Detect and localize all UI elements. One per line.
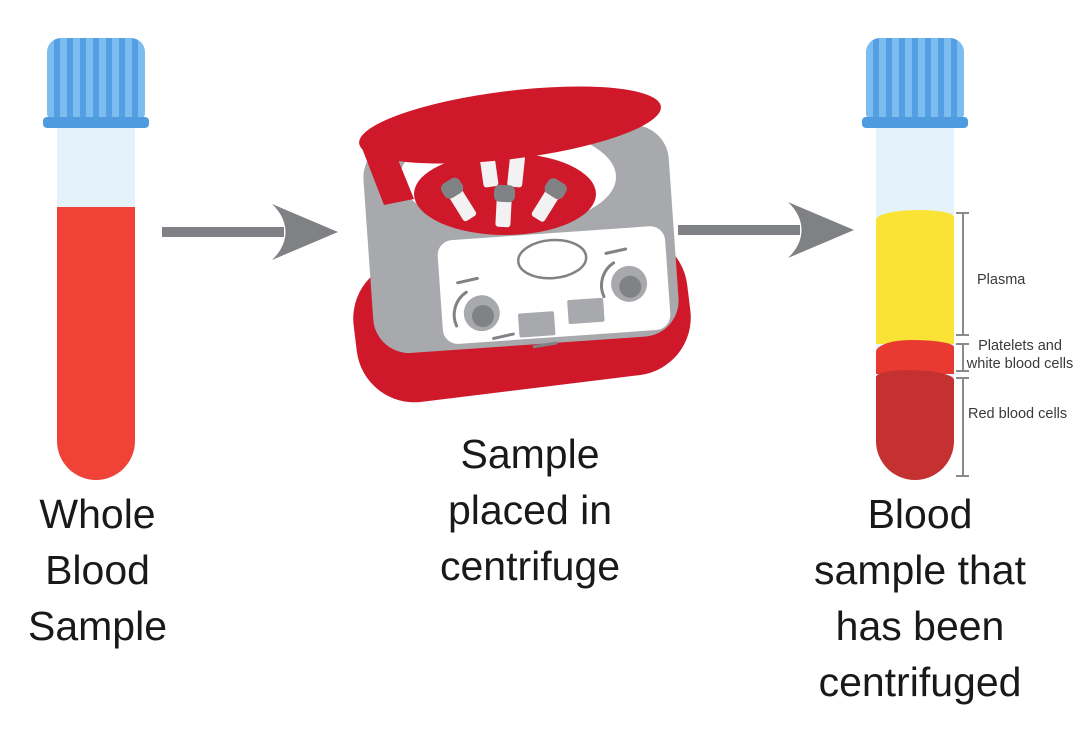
caption-line: centrifuge [439, 543, 621, 589]
arrow-right-icon [678, 202, 854, 258]
whole-blood-caption: Whole Blood Sample [5, 486, 190, 654]
centrifuged-sample-caption: Blood sample that has been centrifuged [790, 486, 1050, 710]
centrifuge-icon [353, 86, 691, 403]
caption-line: Sample [27, 603, 167, 649]
tube-glass [57, 128, 135, 480]
tube-glass [876, 128, 954, 480]
caption-line: Blood [45, 547, 150, 593]
caption-line: placed in [447, 487, 613, 533]
plasma-bracket [956, 212, 969, 336]
plasma-layer [876, 210, 954, 344]
caption-line: centrifuged [818, 659, 1022, 705]
tube-cap-lip [862, 117, 968, 128]
platelets-bracket [956, 343, 969, 372]
centrifuge-caption: Sample placed in centrifuge [423, 426, 637, 594]
arrow-right-icon [162, 204, 338, 260]
red-blood-cells-label: Red blood cells [968, 406, 1068, 422]
display-oval [516, 238, 588, 280]
tube-cap-lip [43, 117, 149, 128]
plasma-label: Plasma [977, 272, 1026, 288]
caption-line: Sample [460, 431, 600, 477]
panel-button [518, 311, 556, 338]
platelets-label-line1: Platelets and [978, 338, 1062, 354]
tube-cap-icon [47, 38, 145, 118]
whole-blood-fill [57, 207, 135, 480]
caption-line: has been [835, 603, 1005, 649]
caption-line: sample that [814, 547, 1026, 593]
panel-button [567, 297, 605, 325]
control-panel [437, 226, 671, 349]
centrifuge-lid [359, 86, 661, 205]
platelets-layer [876, 340, 954, 374]
platelets-label: Platelets and white blood cells [962, 338, 1078, 373]
platelets-label-line2: white blood cells [966, 355, 1074, 372]
tube-cap-icon [866, 38, 964, 118]
red-blood-cells-bracket [956, 377, 969, 477]
caption-line: Whole [39, 491, 156, 537]
caption-line: Blood [867, 491, 973, 537]
red-blood-cells-layer [876, 370, 954, 480]
